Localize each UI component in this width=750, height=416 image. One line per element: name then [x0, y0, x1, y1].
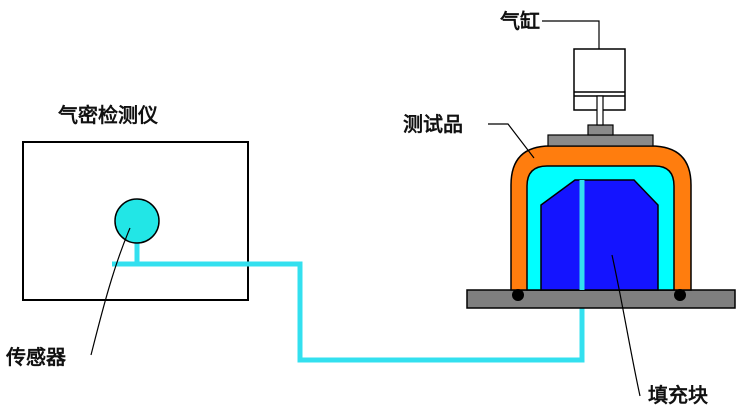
seal-ring-left: [512, 289, 524, 301]
seal-ring-right: [674, 289, 686, 301]
label-filler-block: 填充块: [648, 383, 708, 407]
label-leak-tester: 气密检测仪: [58, 103, 158, 127]
sensor: [114, 198, 160, 244]
filler-block: [540, 179, 659, 291]
base-plate: [466, 289, 736, 309]
press-stem: [587, 124, 614, 136]
label-sensor: 传感器: [6, 345, 66, 369]
leader-sensor: [90, 227, 131, 356]
cylinder: [573, 48, 626, 126]
leader-test-piece: [488, 123, 535, 159]
label-test-piece: 测试品: [403, 112, 463, 136]
label-cylinder: 气缸: [500, 9, 540, 33]
leader-cylinder: [542, 20, 600, 49]
press-plate: [547, 134, 654, 147]
leader-filler: [611, 254, 641, 397]
